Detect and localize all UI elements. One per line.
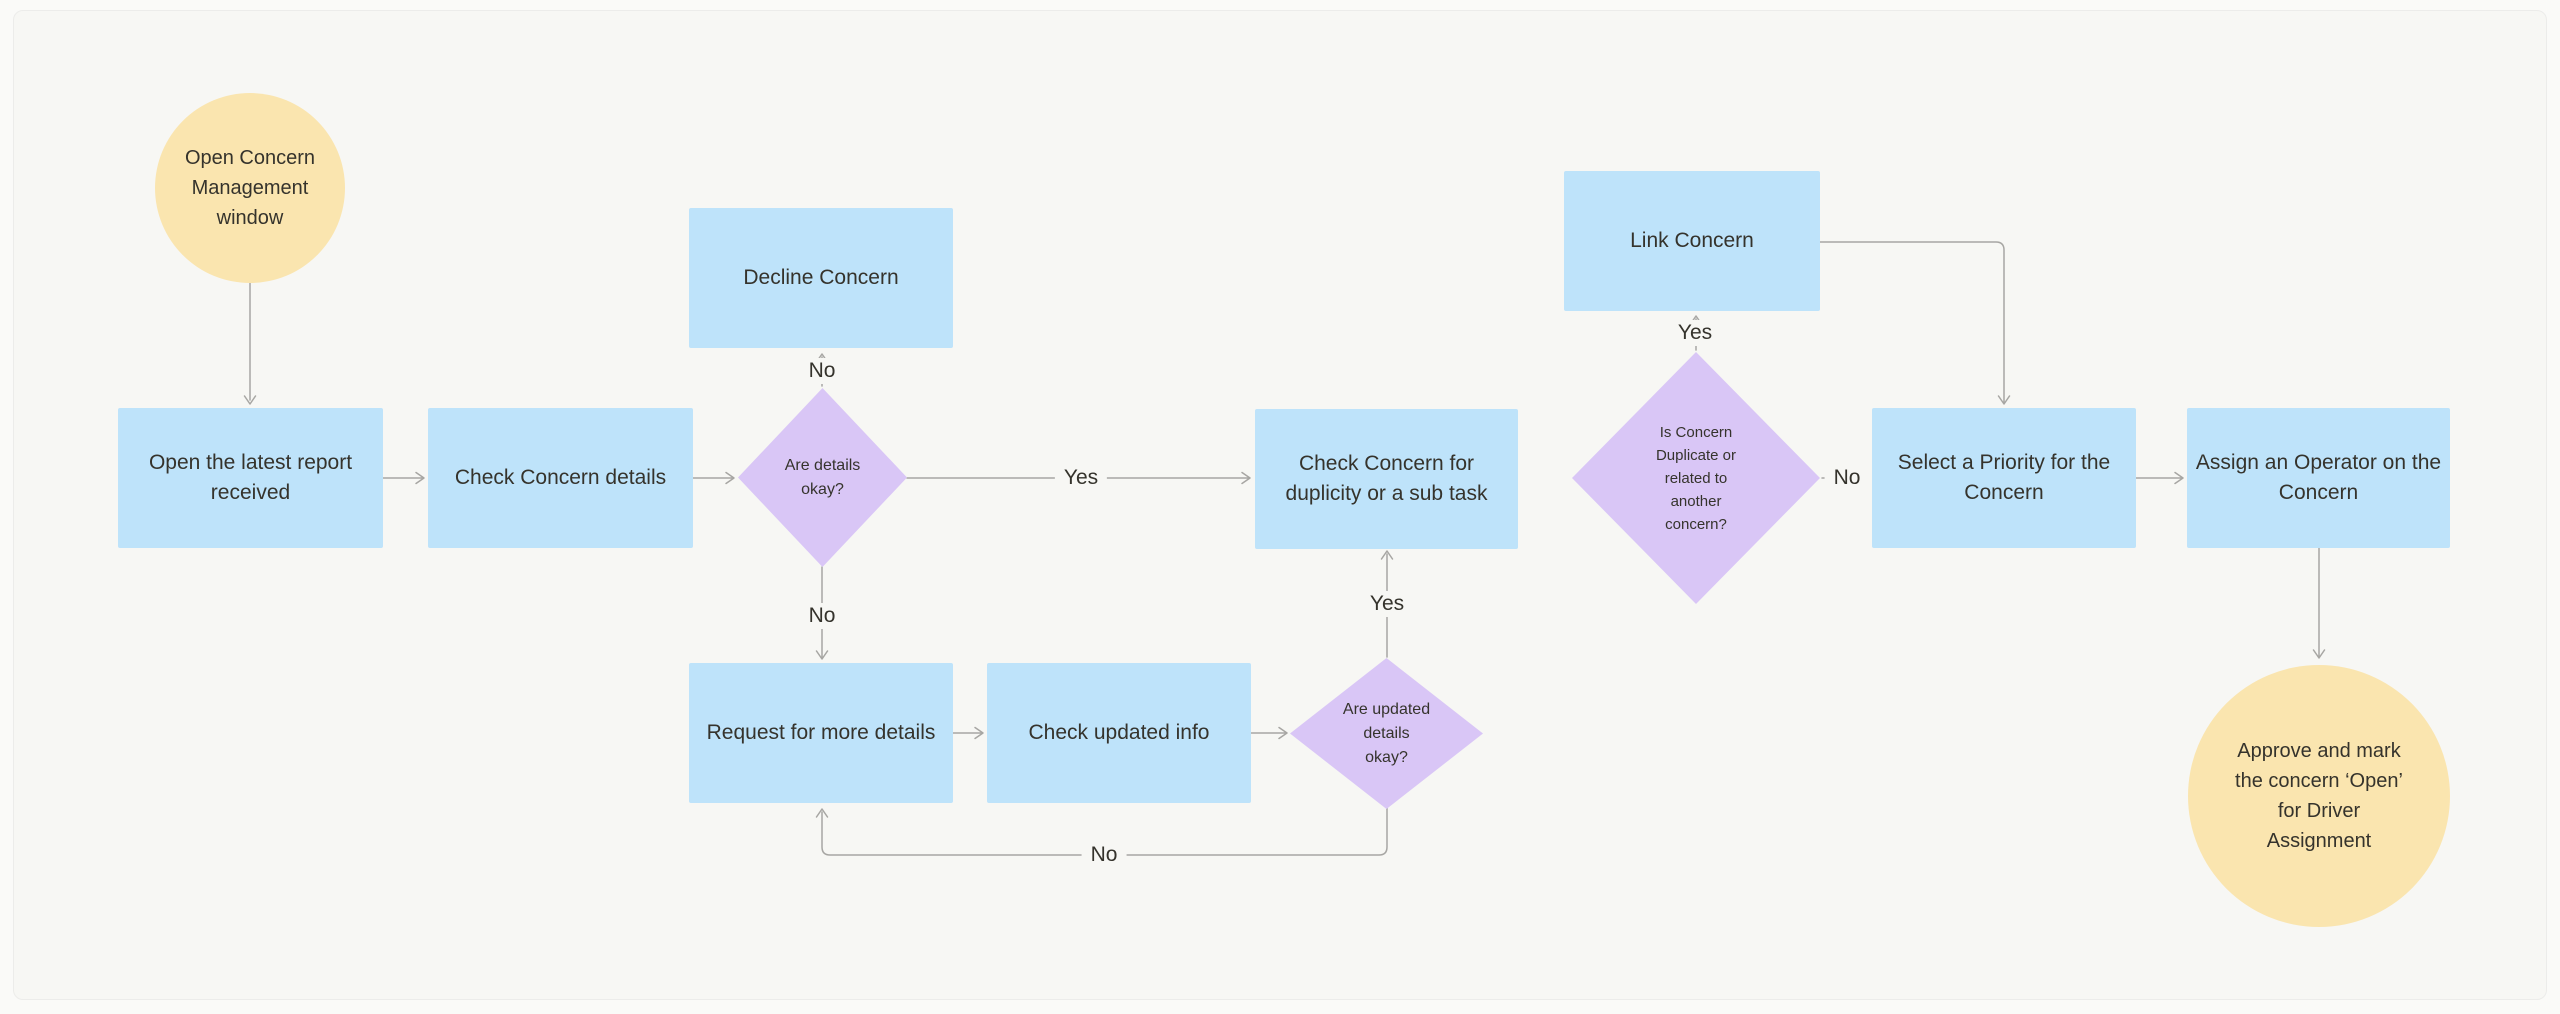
process-check-updated-info[interactable]: Check updated info: [987, 663, 1251, 803]
process-link-concern[interactable]: Link Concern: [1564, 171, 1820, 311]
node-label: Open the latest report received: [148, 451, 353, 504]
node-label: Check updated info: [1028, 721, 1210, 744]
edge-label-details-yes[interactable]: Yes: [1054, 465, 1108, 491]
node-label: Is Concern Duplicate or related to anoth…: [1655, 423, 1737, 533]
process-decline-concern[interactable]: Decline Concern: [689, 208, 953, 348]
node-label: Are details okay?: [784, 456, 861, 498]
edge-label-details-no-up[interactable]: No: [799, 358, 845, 384]
node-label: Decline Concern: [743, 266, 899, 289]
edge-start-to-open-report[interactable]: [243, 282, 257, 405]
process-select-priority[interactable]: Select a Priority for the Concern: [1872, 408, 2136, 548]
node-label: Link Concern: [1630, 229, 1754, 252]
process-assign-operator[interactable]: Assign an Operator on the Concern: [2187, 408, 2450, 548]
process-open-latest-report[interactable]: Open the latest report received: [118, 408, 383, 548]
node-label: Assign an Operator on the Concern: [2195, 451, 2442, 504]
edge-open-report-to-check-details[interactable]: [382, 471, 425, 485]
edge-assign-operator-to-approve[interactable]: [2312, 547, 2326, 659]
edge-check-details-to-details-ok[interactable]: [692, 471, 735, 485]
end-circle-approve-open[interactable]: Approve and mark the concern ‘Open’ for …: [2188, 665, 2450, 927]
edge-link-concern-to-select-priority[interactable]: [1819, 241, 2011, 405]
edge-check-updated-to-updated-ok[interactable]: [1250, 726, 1288, 740]
node-label: Are updated details okay?: [1342, 700, 1431, 766]
node-label: Check Concern for duplicity or a sub tas…: [1285, 452, 1488, 505]
edge-request-details-to-check-updated[interactable]: [952, 726, 984, 740]
process-check-duplicity[interactable]: Check Concern for duplicity or a sub tas…: [1255, 409, 1518, 549]
edge-label-details-no-down[interactable]: No: [799, 603, 845, 629]
node-label: Request for more details: [706, 721, 936, 744]
node-label: Select a Priority for the Concern: [1897, 451, 2111, 504]
node-label: Open Concern Management window: [184, 147, 316, 229]
edge-label-loop-no[interactable]: No: [1081, 842, 1127, 868]
process-check-concern-details[interactable]: Check Concern details: [428, 408, 693, 548]
node-label: Check Concern details: [454, 466, 667, 489]
start-circle-open-concern-management[interactable]: Open Concern Management window: [155, 93, 345, 283]
process-request-more-details[interactable]: Request for more details: [689, 663, 953, 803]
edge-label-updated-yes[interactable]: Yes: [1360, 591, 1414, 617]
edge-label-link-yes[interactable]: Yes: [1668, 320, 1722, 346]
edge-label-priority-no[interactable]: No: [1824, 465, 1870, 491]
node-label: Approve and mark the concern ‘Open’ for …: [2235, 740, 2403, 852]
edge-select-priority-to-assign-operator[interactable]: [2135, 471, 2184, 485]
